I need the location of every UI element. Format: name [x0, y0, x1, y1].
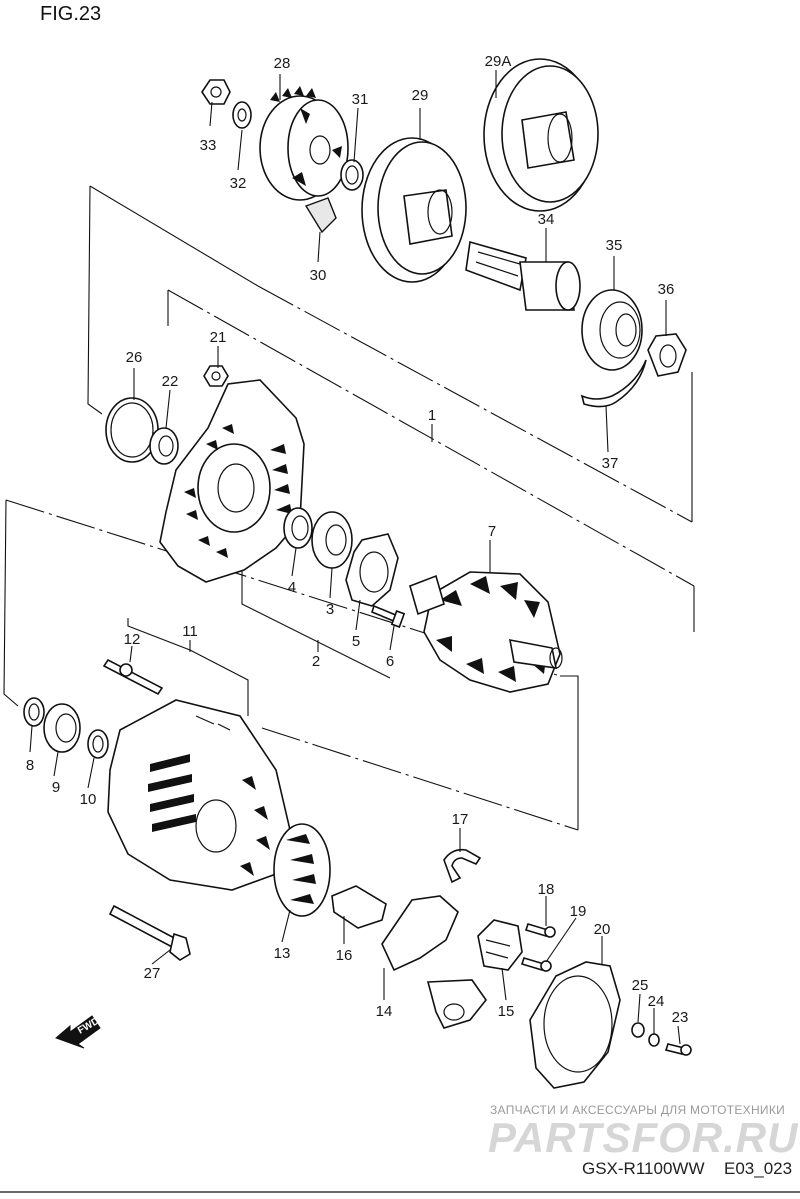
part-housing-1	[159, 379, 305, 583]
callout-8: 8	[26, 757, 34, 774]
part-30-key	[304, 197, 337, 234]
fwd-arrow-icon: FWD	[55, 1015, 101, 1049]
part-36-nut	[647, 333, 687, 377]
part-33-nut	[201, 79, 231, 105]
part-9-bearing	[43, 703, 81, 753]
callout-30: 30	[310, 267, 327, 284]
part-25-washer	[631, 1022, 645, 1038]
part-12-stud-bolt	[102, 658, 164, 696]
callout-6: 6	[386, 653, 394, 670]
part-22-bearing	[149, 427, 179, 465]
callout-21: 21	[210, 329, 227, 346]
part-16-connector	[331, 885, 387, 929]
part-5-retainer-plate	[345, 533, 399, 607]
part-18-screw	[524, 923, 556, 938]
callout-12: 12	[124, 631, 141, 648]
part-35-bearing	[581, 289, 643, 371]
callout-33: 33	[200, 137, 217, 154]
callout-19: 19	[570, 903, 587, 920]
callout-4: 4	[288, 579, 296, 596]
callout-26: 26	[126, 349, 143, 366]
part-14-rectifier	[381, 895, 487, 1029]
part-15-regulator	[477, 919, 523, 971]
part-19-screw	[520, 957, 552, 972]
callout-5: 5	[352, 633, 360, 650]
callout-20: 20	[594, 921, 611, 938]
callout-11: 11	[182, 623, 198, 640]
callout-2: 2	[312, 653, 320, 670]
part-24-washer	[648, 1033, 660, 1047]
part-21-nut	[203, 365, 229, 387]
callout-10: 10	[80, 791, 97, 808]
part-20-rear-cover	[529, 961, 621, 1089]
part-8-seal	[23, 697, 45, 727]
callout-36: 36	[658, 281, 675, 298]
callout-25: 25	[632, 977, 649, 994]
callout-31: 31	[352, 91, 369, 108]
callout-14: 14	[376, 1003, 393, 1020]
part-7-rotor	[409, 571, 563, 693]
part-4-oil-seal	[283, 507, 313, 549]
callout-17: 17	[452, 811, 469, 828]
watermark-tagline: ЗАПЧАСТИ И АКСЕССУАРЫ ДЛЯ МОТОТЕХНИКИ	[490, 1103, 785, 1117]
part-29a-pulley-half	[483, 58, 599, 212]
part-37-circlip	[580, 359, 647, 408]
part-11-stator-housing	[107, 699, 291, 891]
callout-24: 24	[648, 993, 665, 1010]
callout-13: 13	[274, 945, 291, 962]
part-6-screw	[371, 604, 406, 628]
watermark-brand: PARTSFOR.RU	[488, 1114, 799, 1161]
callout-18: 18	[538, 881, 555, 898]
part-23-screw	[664, 1043, 692, 1056]
callout-27: 27	[144, 965, 161, 982]
part-29-pulley-half	[361, 137, 467, 283]
part-10-ring	[87, 729, 109, 759]
part-3-bearing	[311, 511, 353, 569]
part-26-o-ring	[105, 397, 159, 463]
part-34-drive-shaft	[465, 240, 581, 311]
callout-37: 37	[602, 455, 619, 472]
callout-35: 35	[606, 237, 623, 254]
model-code: GSX-R1100WW	[582, 1159, 705, 1178]
callout-15: 15	[498, 1003, 515, 1020]
part-31-spacer	[340, 159, 364, 191]
part-28-fan	[259, 86, 349, 201]
callout-7: 7	[488, 523, 496, 540]
callout-29a: 29A	[485, 53, 512, 70]
figure-title: FIG.23	[40, 3, 101, 25]
callout-32: 32	[230, 175, 247, 192]
callout-1: 1	[428, 407, 436, 424]
sheet-code: E03_023	[724, 1159, 792, 1178]
callout-28: 28	[274, 55, 291, 72]
callout-29: 29	[412, 87, 429, 104]
callout-9: 9	[52, 779, 60, 796]
callout-22: 22	[162, 373, 179, 390]
part-32-washer	[232, 101, 252, 129]
callout-34: 34	[538, 211, 555, 228]
callout-3: 3	[326, 601, 334, 618]
callout-16: 16	[336, 947, 353, 964]
callout-23: 23	[672, 1009, 689, 1026]
part-17-lead-wire	[443, 848, 482, 884]
part-13-stator-winding	[273, 823, 331, 917]
part-27-long-bolt	[108, 904, 191, 961]
